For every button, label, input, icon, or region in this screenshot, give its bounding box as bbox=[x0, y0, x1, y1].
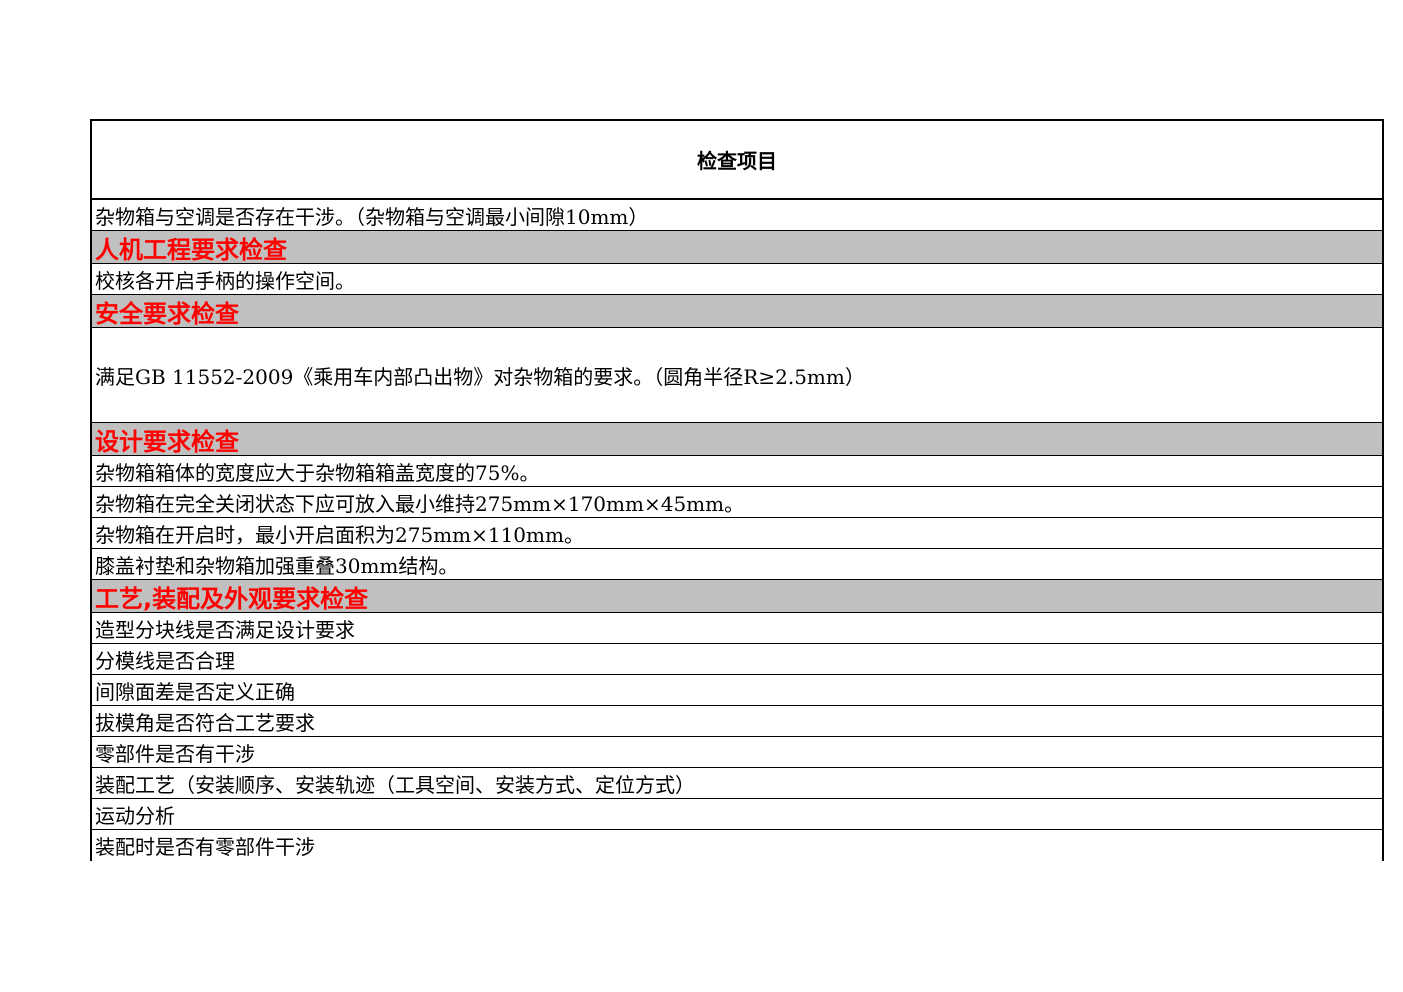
table-row: 杂物箱与空调是否存在干涉。（杂物箱与空调最小间隙10mm） bbox=[92, 200, 1382, 231]
section-header: 人机工程要求检查 bbox=[92, 231, 1382, 264]
section-header: 工艺,装配及外观要求检查 bbox=[92, 580, 1382, 613]
table-row: 杂物箱箱体的宽度应大于杂物箱箱盖宽度的75%。 bbox=[92, 456, 1382, 487]
table-row: 杂物箱在开启时，最小开启面积为275mm×110mm。 bbox=[92, 518, 1382, 549]
table-row: 零部件是否有干涉 bbox=[92, 737, 1382, 768]
table-row: 杂物箱在完全关闭状态下应可放入最小维持275mm×170mm×45mm。 bbox=[92, 487, 1382, 518]
table-row: 拔模角是否符合工艺要求 bbox=[92, 706, 1382, 737]
table-row: 装配时是否有零部件干涉 bbox=[95, 835, 315, 859]
inspection-table: 检查项目 杂物箱与空调是否存在干涉。（杂物箱与空调最小间隙10mm） 人机工程要… bbox=[90, 119, 1384, 861]
column-header: 检查项目 bbox=[92, 121, 1382, 200]
table-row: 间隙面差是否定义正确 bbox=[92, 675, 1382, 706]
table-row: 膝盖衬垫和杂物箱加强重叠30mm结构。 bbox=[92, 549, 1382, 580]
section-header: 安全要求检查 bbox=[92, 295, 1382, 328]
table-row: 装配工艺（安装顺序、安装轨迹（工具空间、安装方式、定位方式） bbox=[92, 768, 1382, 799]
spreadsheet-page: 检查项目 杂物箱与空调是否存在干涉。（杂物箱与空调最小间隙10mm） 人机工程要… bbox=[90, 119, 1384, 864]
table-row: 校核各开启手柄的操作空间。 bbox=[92, 264, 1382, 295]
table-row: 满足GB 11552-2009《乘用车内部凸出物》对杂物箱的要求。（圆角半径R≥… bbox=[92, 328, 1382, 423]
table-row: 运动分析 bbox=[92, 799, 1382, 830]
table-row: 分模线是否合理 bbox=[92, 644, 1382, 675]
section-header: 设计要求检查 bbox=[92, 423, 1382, 456]
table-row: 造型分块线是否满足设计要求 bbox=[92, 613, 1382, 644]
